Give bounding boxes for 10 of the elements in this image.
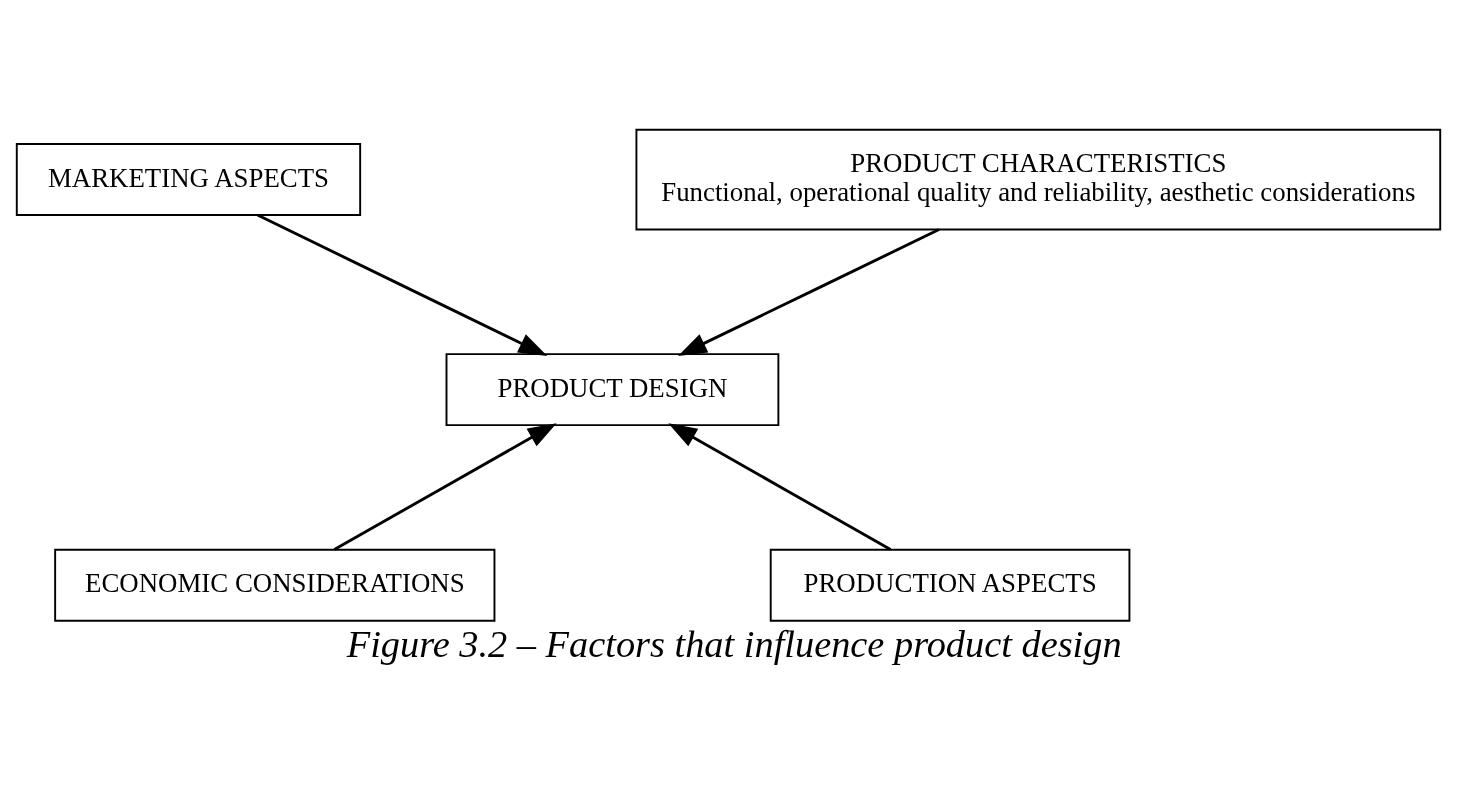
arrow — [668, 422, 892, 551]
arrow — [678, 227, 940, 356]
node-box: ECONOMIC CONSIDERATIONS — [54, 548, 496, 622]
node-box: PRODUCT CHARACTERISTICS Functional, operational quality and reliability, aesthetic considerations — [635, 128, 1442, 230]
node-box: PRODUCT DESIGN — [445, 352, 780, 426]
caption: Figure 3.2 – Factors that influence product design — [346, 622, 1122, 665]
arrow — [333, 422, 557, 551]
node-box: MARKETING ASPECTS — [15, 142, 362, 216]
node-box: PRODUCTION ASPECTS — [769, 548, 1131, 622]
arrow — [256, 213, 548, 356]
